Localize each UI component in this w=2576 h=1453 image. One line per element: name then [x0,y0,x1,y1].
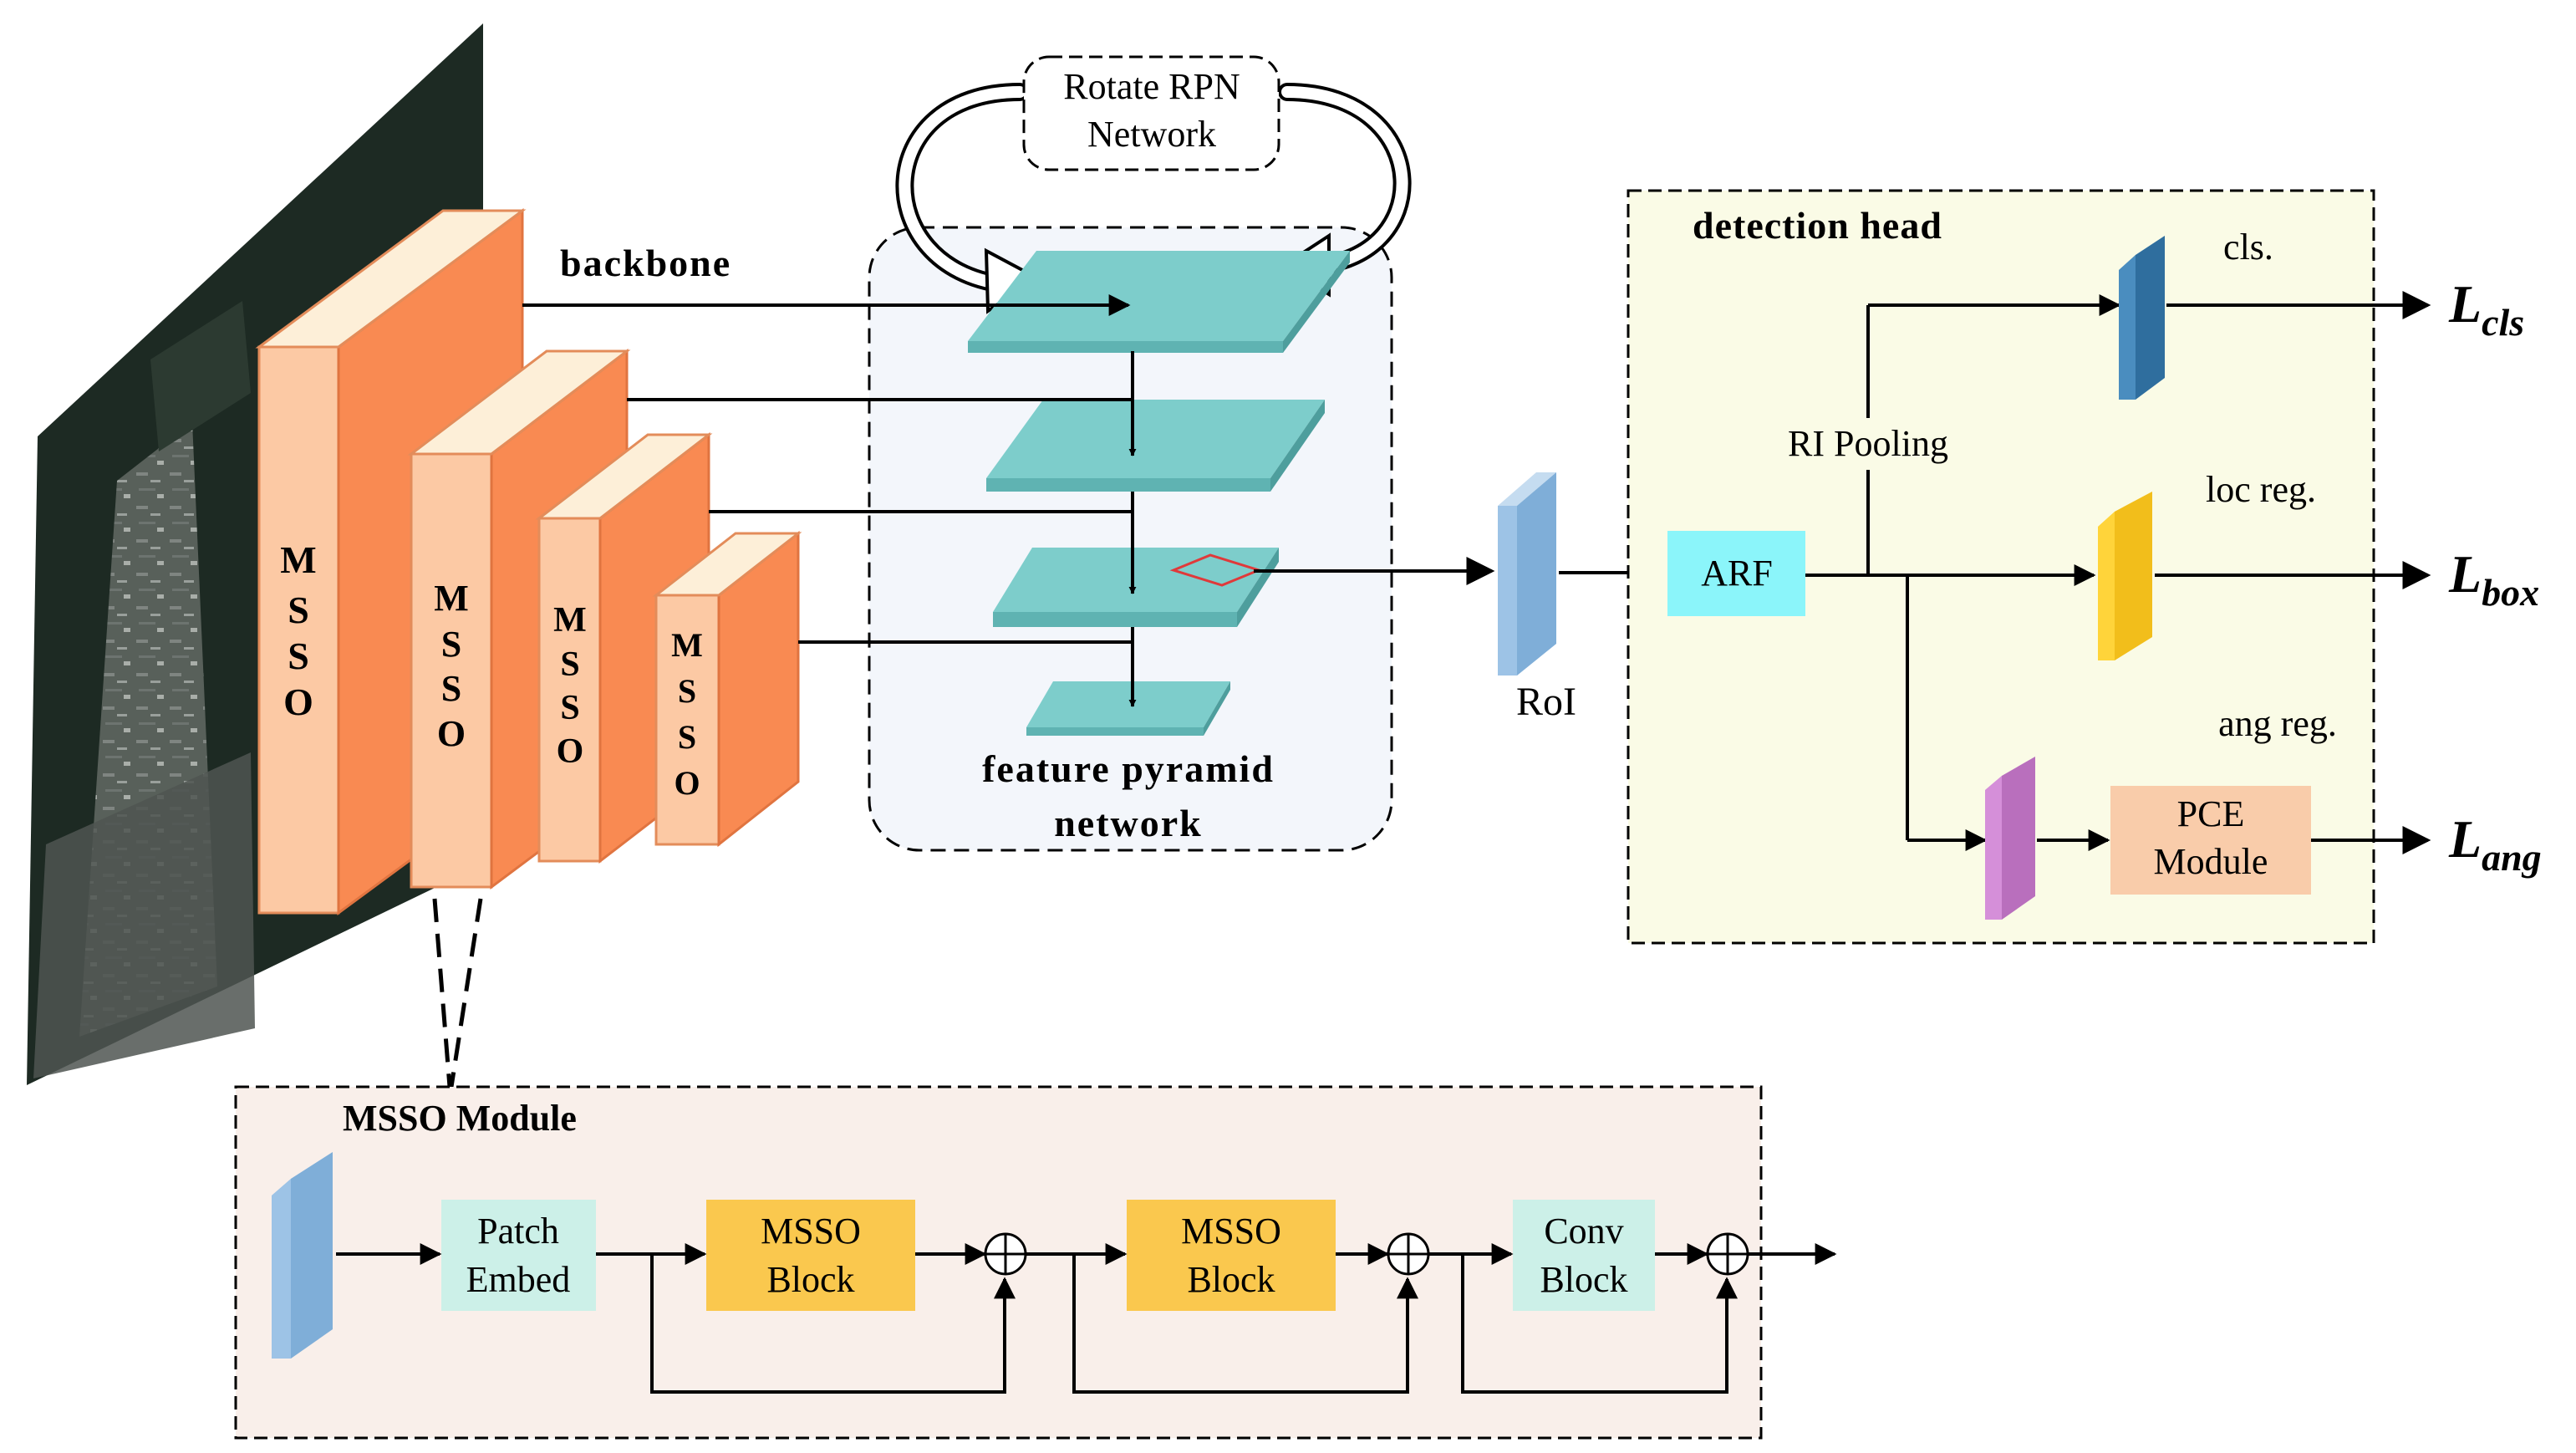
backbone-to-fpn-arrows [522,294,1133,644]
ri-pooling-bg [1759,418,1977,470]
msso-block-1-box [706,1200,915,1311]
loss-cls-main: L [2448,274,2482,334]
loss-box-main: L [2448,544,2482,604]
msso-stage-3: M S S O [535,431,713,864]
msso-input-feature [272,1152,333,1359]
pce-line1: PCE [2177,793,2245,834]
msso-stage-4-letter-2: S [678,672,696,710]
roi-label: RoI [1516,680,1576,724]
add-node-1 [984,1232,1027,1276]
msso-stage-2-letter-1: M [434,578,469,619]
loss-ang-main: L [2448,809,2482,869]
msso-block-2-line1: MSSO [1181,1211,1281,1252]
fpn-region [868,226,1393,852]
ang-bar [1985,757,2035,920]
msso-stage-4-letter-3: S [678,718,696,756]
rotate-rpn-line1: Rotate RPN [1063,66,1240,107]
fpn-layer-4 [1026,681,1230,736]
patch-embed-line2: Embed [466,1259,571,1300]
fpn-label-line1: feature pyramid [982,747,1275,790]
add-node-2 [1387,1232,1430,1276]
loc-bar [2098,492,2152,660]
loss-ang-sub: ang [2482,836,2542,879]
msso-stage-4: M S S O [652,530,802,848]
msso-stage-3-letter-4: O [557,732,584,771]
pce-line2: Module [2154,841,2268,882]
msso-block-2-line2: Block [1187,1259,1275,1300]
msso-stage-2-letter-2: S [441,624,461,665]
msso-stage-1-letter-4: O [283,681,313,723]
loc-label: loc reg. [2206,469,2316,510]
arf-label: ARF [1701,553,1773,594]
msso-stage-2-letter-4: O [437,713,466,754]
msso-block-1-line1: MSSO [761,1211,861,1252]
rotate-rpn-box [1022,55,1280,171]
add-node-3 [1706,1232,1749,1276]
cls-bar [2119,236,2165,400]
fpn-layer-3 [993,548,1279,627]
msso-stage-1-letter-1: M [280,538,316,581]
msso-stage-3-letter-2: S [560,645,579,684]
detection-head-title: detection head [1693,204,1942,247]
fpn-layer-2 [986,400,1325,492]
arf-box [1667,531,1805,616]
msso-stage-4-letter-4: O [674,764,700,802]
msso-stage-4-letter-1: M [671,626,703,664]
loss-cls-sub: cls [2482,301,2524,344]
fpn-layer-1 [968,251,1350,353]
msso-module-title: MSSO Module [343,1098,577,1139]
patch-embed-box [441,1200,596,1311]
loss-box: Lbox [2448,544,2539,614]
msso-stage-1-letter-3: S [288,635,309,677]
ri-pooling-label: RI Pooling [1788,423,1948,464]
msso-stage-1-letter-2: S [288,589,309,631]
loss-cls: Lcls [2448,274,2524,344]
msso-stage-3-letter-1: M [553,601,587,640]
conv-block-line2: Block [1540,1259,1627,1300]
cls-label: cls. [2223,227,2273,268]
msso-module-connections [336,1243,1837,1394]
patch-embed-line1: Patch [477,1211,559,1252]
ang-label: ang reg. [2218,703,2337,744]
loss-box-sub: box [2482,571,2539,614]
msso-block-2-box [1127,1200,1336,1311]
msso-zoom-connector [432,898,483,1088]
fpn-label-line2: network [1054,802,1203,844]
pce-module-box [2110,786,2311,895]
msso-stage-2-letter-3: S [441,668,461,709]
roi-block [1498,472,1556,676]
msso-block-1-line2: Block [766,1259,854,1300]
conv-block-line1: Conv [1544,1211,1623,1252]
msso-stage-3-letter-3: S [560,689,579,727]
loss-ang: Lang [2448,809,2542,879]
conv-block-box [1513,1200,1655,1311]
rpn-loop-arrows [895,83,1412,314]
rotate-rpn-line2: Network [1087,114,1216,155]
backbone-label: backbone [560,242,731,284]
